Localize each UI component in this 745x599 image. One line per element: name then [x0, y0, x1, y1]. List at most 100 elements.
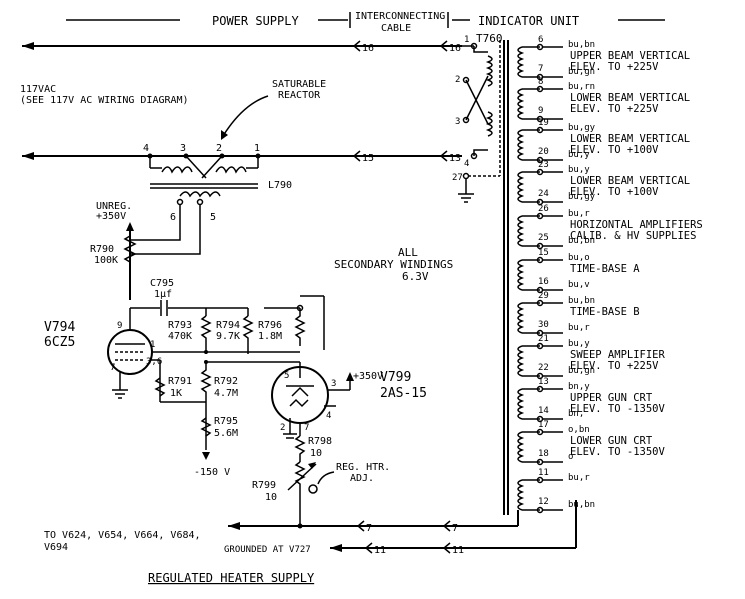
wire-code: bu,bn	[568, 236, 595, 246]
ac-label-2: (SEE 117V AC WIRING DIAGRAM)	[20, 95, 189, 106]
terminal	[536, 476, 544, 484]
wire-code: bu,r	[568, 209, 590, 219]
cable-pin-13: 13	[449, 153, 461, 164]
winding-label: ELEV. TO +100V	[570, 144, 659, 156]
v799-type: 2AS-15	[380, 386, 427, 401]
v799-pin-2: 2	[280, 423, 285, 433]
resistor-r794	[242, 315, 254, 354]
terminal	[536, 458, 544, 466]
winding-label: ELEV. TO +100V	[570, 186, 659, 198]
to-tubes-line-1: TO V624, V654, V664, V684,	[44, 530, 201, 541]
winding-coil	[517, 479, 525, 511]
winding-label: LOWER GUN CRT	[570, 435, 653, 447]
wire-code: bu,y	[568, 165, 590, 175]
neg150-label: -150 V	[194, 467, 230, 478]
reactor-ref: L790	[268, 180, 292, 191]
wire-code: o,bn	[568, 425, 590, 435]
winding-coil	[517, 259, 525, 291]
winding-label: ELEV. TO -1350V	[570, 446, 666, 458]
winding-pin: 18	[538, 449, 549, 459]
r791-value: 1K	[170, 388, 182, 399]
winding-coil	[517, 129, 525, 161]
reactor-pin-6: 6	[170, 212, 176, 223]
primary-pin-4: 4	[464, 159, 469, 169]
reactor-pin-2: 2	[216, 143, 222, 154]
r790-label: R790	[90, 244, 114, 255]
wire-code: bu,gn	[568, 366, 595, 376]
c795-value: 1µf	[154, 289, 172, 300]
winding-label: LOWER BEAM VERTICAL	[570, 133, 690, 145]
winding-label: ELEV. TO +225V	[570, 61, 659, 73]
v794-type: 6CZ5	[44, 335, 75, 350]
terminal	[536, 242, 544, 250]
wire-code: bu,r	[568, 473, 590, 483]
v794-pin-7: 7	[110, 363, 115, 373]
adjust-knob-icon	[308, 484, 318, 494]
secondary-label-2: SECONDARY WINDINGS	[334, 258, 453, 271]
r793-value: 470K	[168, 331, 192, 342]
to-tubes-line-2: V694	[44, 542, 68, 553]
c795-label: C795	[150, 278, 174, 289]
winding-pin: 20	[538, 147, 549, 157]
connector-icon	[442, 520, 451, 532]
connector-icon	[356, 520, 365, 532]
wire-code: bu,y	[568, 339, 590, 349]
r792-value: 4.7M	[214, 388, 238, 399]
winding-pin: 22	[538, 363, 549, 373]
terminal	[536, 286, 544, 294]
winding-label: UPPER BEAM VERTICAL	[570, 50, 690, 62]
wire-code: bu,bn	[568, 296, 595, 306]
reactor-pin-3: 3	[180, 143, 186, 154]
winding-pin: 25	[538, 233, 549, 243]
r794-label: R794	[216, 320, 240, 331]
reactor-pin-4: 4	[143, 143, 149, 154]
v794-pin-1: 1	[150, 340, 155, 350]
resistor-r791	[154, 377, 166, 397]
v794-pin-36: 3,6	[146, 357, 162, 367]
winding-pin: 19	[538, 118, 549, 128]
v799-pin-4: 4	[326, 411, 331, 421]
connector-icon	[352, 40, 361, 52]
arrow-left-icon	[228, 522, 240, 530]
terminal	[536, 372, 544, 380]
wire-code: bu,bn	[568, 500, 595, 510]
grounded-label: GROUNDED AT V727	[224, 545, 311, 555]
arrow-up-icon	[346, 372, 354, 381]
winding-coil	[517, 215, 525, 247]
t760-label: T760	[476, 32, 503, 45]
resistor-r792	[200, 362, 212, 436]
resistor-r796	[294, 308, 306, 346]
wire-code: bu,gn	[568, 67, 595, 77]
line-pin-7: 7 7	[228, 510, 519, 534]
primary-pin-2: 2	[455, 75, 460, 85]
reactor-pointer	[222, 95, 269, 137]
connector-icon	[439, 150, 448, 162]
wire-code: bu,v	[568, 280, 590, 290]
winding-label: TIME-BASE A	[570, 263, 640, 275]
reactor-label-1: SATURABLE	[272, 79, 326, 90]
winding-pin: 14	[538, 406, 549, 416]
terminal	[536, 126, 544, 134]
terminal	[536, 212, 544, 220]
cable-pin-11b: 11	[452, 545, 464, 556]
line-pin-16: 16 16	[22, 40, 462, 54]
winding-label: ELEV. TO +225V	[570, 360, 659, 372]
wire-code: bu,o	[568, 253, 590, 263]
winding-label: SWEEP AMPLIFIER	[570, 349, 666, 361]
connector-icon	[352, 150, 361, 162]
v799-pin-5: 5	[284, 371, 289, 381]
secondary-label-1: ALL	[398, 246, 418, 259]
reg-htr-label: REG. HTR.	[336, 462, 390, 473]
winding-pin: 15	[538, 248, 549, 258]
terminal	[536, 342, 544, 350]
r791-label: R791	[168, 376, 192, 387]
wire-code: bu,gy	[568, 192, 596, 202]
reactor-label-2: REACTOR	[278, 90, 321, 101]
r796-value: 1.8M	[258, 331, 282, 342]
